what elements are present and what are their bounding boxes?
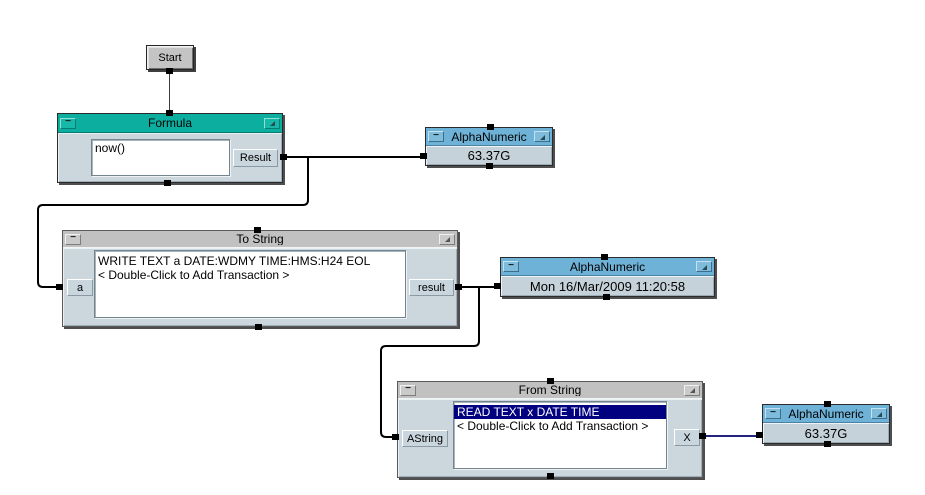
block-title: AlphaNumeric [451,130,527,143]
input-port-a[interactable]: a [67,279,93,296]
block-title: To String [236,233,284,245]
formula-expression-input[interactable]: now() [91,139,230,176]
minimize-button[interactable]: − [503,259,519,272]
block-start[interactable]: Start [146,45,194,70]
transaction-row[interactable]: WRITE TEXT a DATE:WDMY TIME:HMS:H24 EOL [98,254,371,268]
alphanumeric-value[interactable]: 63.37G [426,146,552,165]
block-alphanumeric-top[interactable]: − AlphaNumeric 63.37G [425,127,553,166]
transaction-list[interactable]: READ TEXT x DATE TIME < Double-Click to … [453,401,667,469]
alphanumeric-titlebar[interactable]: − AlphaNumeric [501,258,714,276]
block-alphanumeric-bottom[interactable]: − AlphaNumeric 63.37G [762,404,890,444]
from-string-body: READ TEXT x DATE TIME < Double-Click to … [398,399,702,477]
expand-button[interactable] [264,117,280,129]
transaction-row-selected[interactable]: READ TEXT x DATE TIME [454,405,666,419]
expand-icon [701,264,707,270]
minimize-button[interactable]: − [400,383,416,396]
expand-icon [539,134,545,140]
output-port-result[interactable]: result [409,279,454,296]
block-title: AlphaNumeric [788,407,864,420]
transaction-list[interactable]: WRITE TEXT a DATE:WDMY TIME:HMS:H24 EOL … [94,250,406,318]
block-formula[interactable]: − Formula now() Result [57,113,283,183]
expand-button[interactable] [696,261,712,272]
start-label: Start [158,51,182,64]
block-to-string[interactable]: − To String WRITE TEXT a DATE:WDMY TIME:… [62,230,458,327]
formula-body: now() Result [58,133,282,182]
block-title: From String [518,384,582,396]
expand-button[interactable] [534,131,550,142]
alphanumeric-titlebar[interactable]: − AlphaNumeric [426,128,552,146]
to-string-body: WRITE TEXT a DATE:WDMY TIME:HMS:H24 EOL … [63,248,457,326]
minimize-button[interactable]: − [428,129,444,142]
minimize-icon: − [70,232,76,243]
minimize-button[interactable]: − [765,406,781,419]
minimize-button[interactable]: − [65,232,81,245]
expand-button[interactable] [684,384,700,396]
transaction-row[interactable]: < Double-Click to Add Transaction > [457,419,649,433]
expand-icon [689,388,695,393]
minimize-icon: − [405,383,411,394]
block-title: AlphaNumeric [569,260,646,273]
block-from-string[interactable]: − From String READ TEXT x DATE TIME < Do… [397,381,703,478]
expand-icon [444,237,450,242]
expand-icon [269,121,275,126]
transaction-row[interactable]: < Double-Click to Add Transaction > [98,268,290,282]
formula-result-port[interactable]: Result [233,149,278,167]
expand-icon [876,411,882,417]
minimize-icon: − [65,116,71,127]
block-title: Formula [147,117,192,129]
formula-titlebar[interactable]: − Formula [58,114,282,133]
minimize-icon: − [508,259,514,271]
expand-button[interactable] [871,408,887,419]
output-port-x[interactable]: X [674,429,700,446]
minimize-icon: − [433,129,439,141]
input-port-astring[interactable]: AString [402,430,448,447]
alphanumeric-value[interactable]: Mon 16/Mar/2009 11:20:58 [501,276,714,296]
alphanumeric-titlebar[interactable]: − AlphaNumeric [763,405,889,423]
minimize-icon: − [770,406,776,418]
alphanumeric-value[interactable]: 63.37G [763,423,889,443]
expand-button[interactable] [439,233,455,245]
block-alphanumeric-middle[interactable]: − AlphaNumeric Mon 16/Mar/2009 11:20:58 [500,257,715,297]
minimize-button[interactable]: − [60,116,76,129]
to-string-titlebar[interactable]: − To String [63,231,457,248]
from-string-titlebar[interactable]: − From String [398,382,702,399]
